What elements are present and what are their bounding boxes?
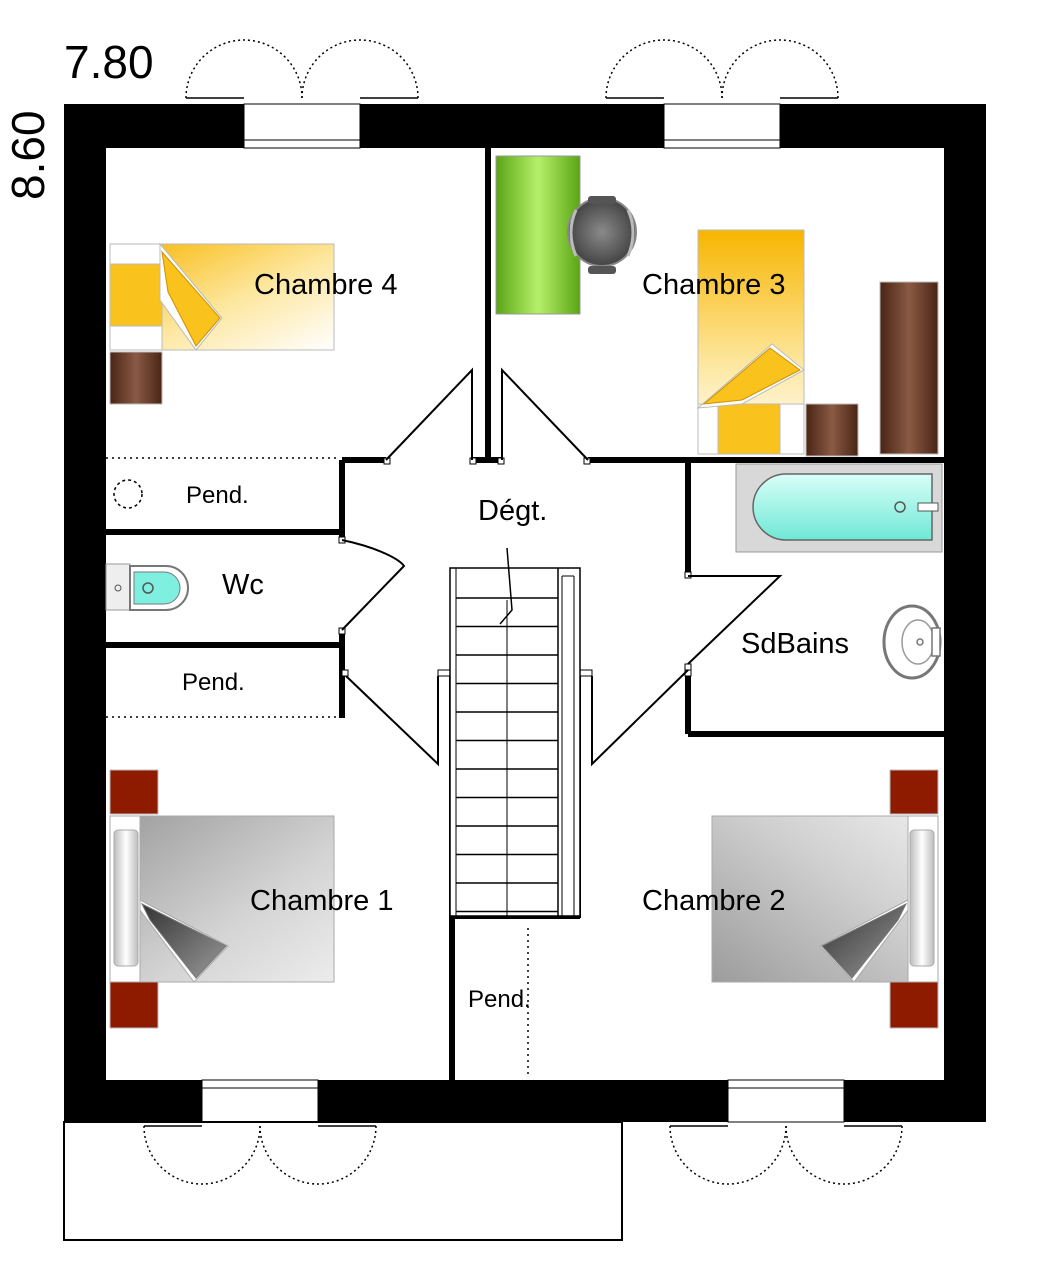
room-label-sdbains: SdBains: [741, 628, 849, 660]
nightstand-chambre-1-top: [109, 769, 159, 815]
room-label-chambre-1: Chambre 1: [250, 885, 393, 917]
bed-chambre-2: [711, 815, 939, 983]
nightstand-chambre-2-top: [889, 769, 939, 815]
staircase: [449, 547, 581, 917]
bed-chambre-4: [109, 242, 335, 351]
closet-label-bottom: Pend.: [468, 986, 531, 1013]
closet-doors: [106, 457, 529, 1074]
toilet-icon: [105, 563, 189, 611]
washbasin-icon: [882, 604, 942, 680]
wardrobe-chambre-3: [879, 281, 939, 455]
balcony-outline: [63, 1121, 623, 1241]
room-label-chambre-4: Chambre 4: [254, 269, 397, 301]
chair-icon: [567, 196, 637, 274]
bathtub-icon: [735, 463, 943, 553]
width-dimension-label: 7.80: [64, 36, 154, 88]
nightstand-chambre-4: [109, 351, 163, 405]
hanging-rail-icon: [113, 479, 143, 509]
nightstand-chambre-3: [805, 403, 859, 457]
nightstand-chambre-1-bottom: [109, 981, 159, 1029]
nightstand-chambre-2-bottom: [889, 981, 939, 1029]
closet-label-middle: Pend.: [182, 669, 245, 696]
bed-chambre-1: [109, 815, 335, 983]
room-label-chambre-3: Chambre 3: [642, 269, 785, 301]
closet-label-top: Pend.: [186, 482, 249, 509]
bed-chambre-3: [696, 229, 805, 455]
desk-chambre-3: [495, 155, 581, 315]
room-label-wc: Wc: [222, 569, 264, 601]
room-label-chambre-2: Chambre 2: [642, 885, 785, 917]
window-sills: [144, 97, 902, 1127]
height-dimension-label: 8.60: [2, 110, 54, 200]
room-label-degt: Dégt.: [478, 495, 547, 527]
door-swings: [341, 367, 783, 767]
window-swings: [143, 39, 903, 1185]
